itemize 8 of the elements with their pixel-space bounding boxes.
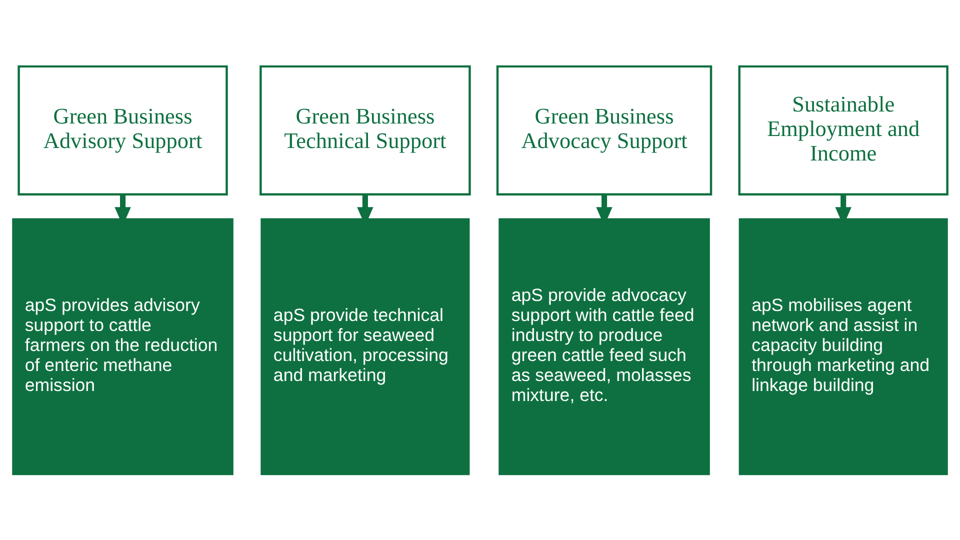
node-box: Green Business Technical Support bbox=[260, 64, 471, 195]
node-box: apS provide technical support for seaweed cultivation, processing and marketing bbox=[260, 218, 470, 475]
node-box: Green Business Advisory Support bbox=[18, 64, 228, 195]
node-box: Sustainable Employment and Income bbox=[738, 64, 948, 195]
node-box: Green Business Advocacy Support bbox=[496, 64, 712, 195]
node-box: apS provides advisory support to cattle farmers on the reduction of enteric methane emission bbox=[12, 218, 234, 475]
node-box: apS provide advocacy support with cattle feed industry to produce green cattle feed such as seaweed, molasses mixture, etc. bbox=[498, 218, 710, 475]
node-box: apS mobilises agent network and assist in capacity building through marketing and linkage building bbox=[738, 218, 948, 475]
